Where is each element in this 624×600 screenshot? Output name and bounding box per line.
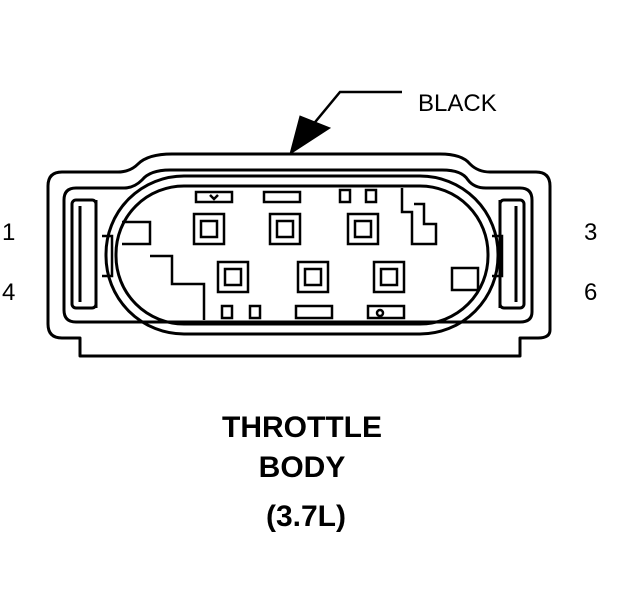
bottom-slot-1 — [220, 304, 234, 320]
callout-arrow-icon — [289, 115, 332, 156]
top-slot-4 — [364, 188, 378, 204]
right-keyway — [400, 188, 438, 246]
caption-line-1: THROTTLE — [222, 411, 382, 444]
terminal-pin-2 — [268, 212, 302, 246]
pin-label-bottom-left: 4 — [2, 279, 15, 306]
connector-housing-outer — [46, 152, 552, 358]
left-lock-tab — [102, 234, 114, 278]
pin-label-bottom-right: 6 — [584, 279, 597, 306]
terminal-pin-1 — [192, 212, 226, 246]
right-lock-tab — [450, 266, 480, 292]
terminal-pin-3 — [346, 212, 380, 246]
connector-color-label: BLACK — [418, 90, 497, 117]
terminal-pin-6 — [372, 260, 406, 294]
top-slot-1 — [194, 190, 234, 204]
caption-line-3: (3.7L) — [266, 500, 346, 533]
right-latch — [498, 198, 526, 310]
terminal-pin-5 — [296, 260, 330, 294]
bottom-slot-4-dot — [375, 308, 385, 318]
pin-label-top-left: 1 — [2, 219, 15, 246]
color-callout-leader — [289, 90, 402, 156]
caption-line-2: BODY — [259, 451, 346, 484]
bottom-slot-3 — [294, 304, 334, 320]
bottom-slot-4 — [366, 304, 406, 320]
bottom-slot-2 — [248, 304, 262, 320]
connector-housing-inner — [62, 168, 534, 324]
right-side-tab — [492, 234, 504, 278]
left-keyway — [122, 220, 206, 320]
top-slot-1-mark — [209, 194, 219, 201]
pin-label-top-right: 3 — [584, 219, 597, 246]
connector-cavity — [104, 174, 500, 336]
top-slot-2 — [262, 190, 302, 204]
left-latch — [70, 198, 98, 310]
terminal-pin-4 — [216, 260, 250, 294]
top-slot-3 — [338, 188, 352, 204]
connector-cavity-inner — [114, 184, 490, 326]
